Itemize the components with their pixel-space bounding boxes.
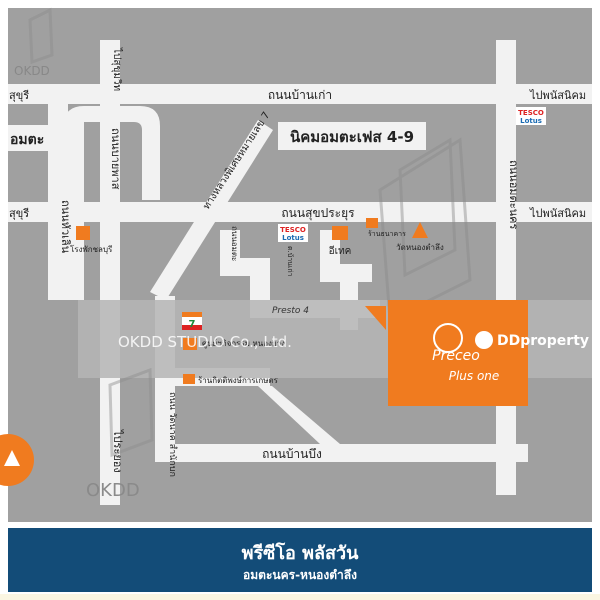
road-amata-vertical-label: ถนนอมตะ	[230, 226, 239, 261]
wat-label: วัดหนองตำลึง	[396, 243, 444, 252]
road-left-1-label: สุขุรี	[9, 89, 29, 102]
itek-marker	[332, 226, 348, 240]
clinic-marker	[183, 374, 195, 384]
bank-label: ร้านธนาคาร	[368, 230, 406, 238]
bottom-strip	[0, 594, 600, 600]
road-sukprayoon-label: ถนนสุขประยุร	[281, 206, 355, 221]
road-ban-kao-label: ถนนบ้านเก่า	[268, 88, 332, 102]
to-phanat-1-label: ไปพนัสนิคม	[529, 89, 586, 102]
police-marker	[76, 226, 90, 240]
ddproperty-label: DDproperty	[497, 333, 589, 349]
community-center-label: ศูนย์ฯกิจกรรม หนองยาง	[202, 338, 285, 349]
project-box	[388, 300, 528, 406]
project-logo-icon	[433, 323, 463, 353]
road-bypass-label: ถนนบายพาส	[109, 128, 122, 190]
okdd-studio-watermark: OKDD STUDIO Co., Ltd.	[118, 333, 292, 351]
tesco-top-label-2: Lotus	[520, 117, 542, 125]
police-label: โรงพักชลบุรี	[70, 244, 113, 254]
to-sukhumvit-label: ไปสุขุมวิท	[111, 47, 123, 91]
nikhom-box	[278, 122, 426, 150]
watermark-logo	[28, 7, 472, 458]
to-phanat-2-label: ไปพนัสนิคม	[529, 207, 586, 220]
road-left-vertical-label: ถนนหัวเลิน	[59, 200, 72, 254]
itek-label: อีเทค	[329, 245, 352, 257]
okdd-bottom-watermark: OKDD	[86, 480, 140, 501]
tesco-top-logo	[516, 107, 546, 125]
project-pointer	[365, 306, 386, 330]
tesco-mid-sub-label: ต.บ้านเก่า	[286, 246, 294, 277]
clinic-label: ร้านกิตติพงษ์การเกษตร	[198, 375, 279, 385]
road-wat-label: ถนน วัดนาค สำนักบก	[167, 392, 178, 477]
bank-marker	[366, 218, 378, 228]
left-amata-box	[8, 125, 48, 151]
presto4-label: Presto 4	[272, 306, 309, 316]
banner-subtitle: อมตะนคร-หนองตำลึง	[243, 568, 357, 582]
tesco-mid-label-2: Lotus	[282, 234, 304, 242]
banner-title: พรีซีโอ พลัสวัน	[241, 543, 359, 564]
community-center-marker	[183, 338, 197, 350]
tesco-top-label-1: TESCO	[518, 109, 544, 117]
nikhom-label: นิคมอมตะเฟส 4-9	[290, 128, 414, 146]
okdd-top-watermark: OKDD	[14, 64, 50, 78]
road-ban-bueng-label: ถนนบ้านบึง	[262, 447, 322, 461]
tesco-mid-label-1: TESCO	[280, 226, 306, 234]
seven-label: 7	[189, 319, 196, 330]
to-rayong-label: ไประยอง	[111, 429, 124, 473]
wat-icon	[412, 222, 428, 238]
project-sub-label: Plus one	[449, 369, 500, 383]
ddproperty-logo-icon	[475, 331, 493, 349]
arrow-up-icon	[4, 450, 20, 466]
tesco-mid-logo	[278, 224, 308, 242]
amata-nakorn-road-label: ถนนอมตะนคร	[507, 160, 520, 229]
title-banner: พรีซีโอ พลัสวัน อมตะนคร-หนองตำลึง	[8, 528, 592, 592]
project-name-label: Preceo	[432, 348, 480, 364]
left-amata-label: อมตะ	[10, 132, 44, 148]
road-left-2-label: สุขุรี	[9, 207, 29, 220]
